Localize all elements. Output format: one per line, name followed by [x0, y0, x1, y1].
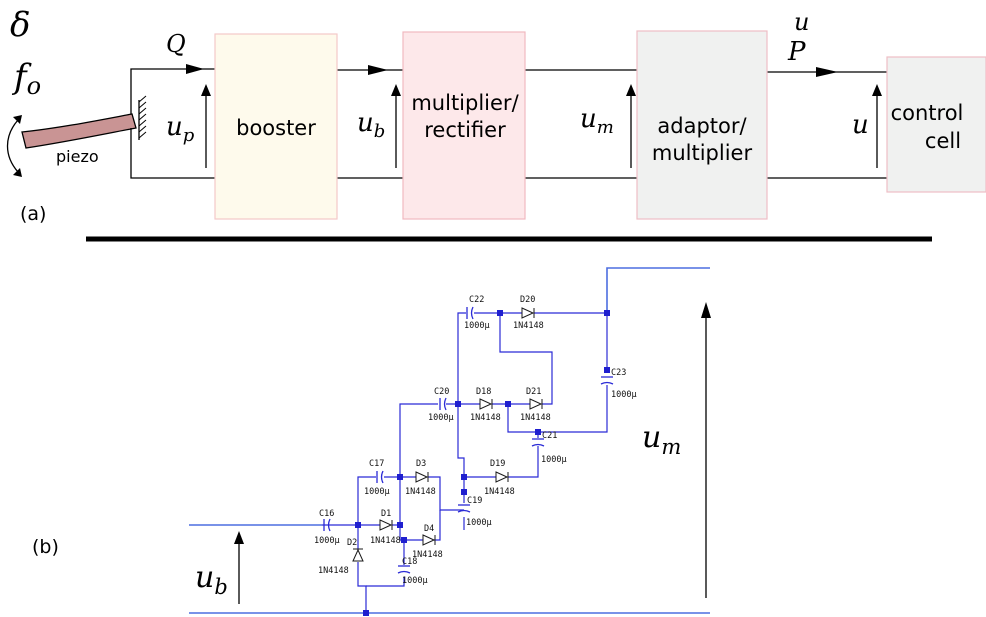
diode-d19: [495, 471, 509, 483]
c21-name: C21: [542, 431, 557, 441]
vibration-arrowhead-up: [13, 115, 22, 124]
ub-label: ub: [357, 108, 385, 142]
d1-part: 1N4148: [370, 536, 401, 546]
c22-name: C22: [469, 295, 484, 305]
c17-name: C17: [369, 459, 384, 469]
booster-label: booster: [236, 116, 316, 140]
c21-value: 1000µ: [541, 455, 567, 465]
c16-value: 1000µ: [314, 536, 340, 546]
adaptor-multiplier-block: [636, 30, 768, 220]
c18-name: C18: [402, 557, 417, 567]
c18-value: 1000µ: [402, 576, 428, 586]
capacitor-c23: [600, 376, 614, 385]
multiplier-rectifier-label-2: rectifier: [424, 118, 506, 142]
diode-d4: [422, 534, 436, 546]
panel-b: (b): [32, 267, 711, 616]
c19-value: 1000µ: [466, 518, 492, 528]
capacitor-c21: [531, 438, 545, 447]
d19-part: 1N4148: [484, 487, 515, 497]
panel-a-label: (a): [20, 203, 46, 225]
q-label: Q: [166, 30, 186, 58]
um-label: um: [580, 104, 614, 138]
multiplier-rectifier-label-1: multiplier/: [411, 91, 519, 115]
up-label: up: [166, 112, 195, 146]
multiplier-rectifier-block: [402, 31, 526, 220]
q-flow-arrow: [186, 64, 204, 74]
piezo-beam: [21, 113, 137, 149]
capacitor-c18: [397, 565, 411, 574]
signal-wires: [130, 68, 887, 179]
voltage-arrowheads: [201, 84, 882, 96]
d21-part: 1N4148: [520, 413, 551, 423]
c22-value: 1000µ: [464, 321, 490, 331]
delta-symbol: δ: [10, 5, 30, 45]
piezo-label: piezo: [56, 147, 99, 166]
rails: [189, 267, 710, 614]
d19-name: D19: [490, 459, 505, 469]
d2-name: D2: [347, 538, 357, 548]
diode-d2: [352, 548, 364, 562]
capacitor-c22: [466, 306, 474, 320]
c19-name: C19: [467, 496, 482, 506]
d21-name: D21: [526, 387, 541, 397]
p-label: P: [787, 37, 806, 67]
vibration-arrow: [6, 119, 19, 173]
c23-name: C23: [611, 368, 626, 378]
u-top-label: u: [794, 8, 809, 36]
capacitor-c17: [376, 470, 384, 484]
um-voltage-arrowhead: [701, 302, 711, 318]
c16-name: C16: [319, 509, 334, 519]
d18-part: 1N4148: [470, 413, 501, 423]
booster-block: [214, 33, 338, 220]
d3-part: 1N4148: [405, 487, 436, 497]
control-cell-label-1: control: [891, 101, 964, 125]
circuit-nodes: [355, 310, 610, 616]
u-label: u: [852, 110, 869, 140]
c20-value: 1000µ: [428, 413, 454, 423]
clamp-hatch: [138, 95, 147, 139]
voltage-arrows: [205, 90, 878, 168]
adaptor-multiplier-label-2: multiplier: [652, 141, 753, 165]
d1-name: D1: [381, 509, 391, 519]
frequency-symbol: fo: [11, 57, 41, 100]
diode-d1: [379, 519, 393, 531]
diode-d3: [415, 471, 429, 483]
d2-part: 1N4148: [318, 566, 349, 576]
c20-name: C20: [434, 387, 449, 397]
d20-name: D20: [520, 295, 535, 305]
capacitor-c16: [323, 518, 331, 532]
vibration-arrowhead-down: [13, 168, 22, 177]
c23-value: 1000µ: [611, 390, 637, 400]
control-cell-label-2: cell: [925, 129, 961, 153]
ub-flow-arrow: [368, 65, 388, 75]
c17-value: 1000µ: [364, 487, 390, 497]
d3-name: D3: [416, 459, 426, 469]
p-flow-arrow: [816, 67, 838, 77]
diode-d21: [529, 398, 543, 410]
control-cell-block: [886, 56, 986, 193]
capacitor-c20: [439, 397, 447, 411]
diode-d18: [479, 398, 493, 410]
um-voltage-label: um: [642, 420, 681, 459]
panel-a: δ fo piezo: [6, 5, 986, 225]
diode-d20: [521, 307, 535, 319]
d18-name: D18: [476, 387, 491, 397]
d20-part: 1N4148: [513, 321, 544, 331]
adaptor-multiplier-label-1: adaptor/: [657, 114, 747, 138]
d4-name: D4: [424, 524, 434, 534]
capacitor-c19: [457, 504, 471, 513]
d4-part: 1N4148: [412, 550, 443, 560]
ub-voltage-label: ub: [195, 560, 228, 599]
ub-voltage-arrowhead: [234, 531, 244, 544]
panel-b-label: (b): [32, 536, 59, 558]
